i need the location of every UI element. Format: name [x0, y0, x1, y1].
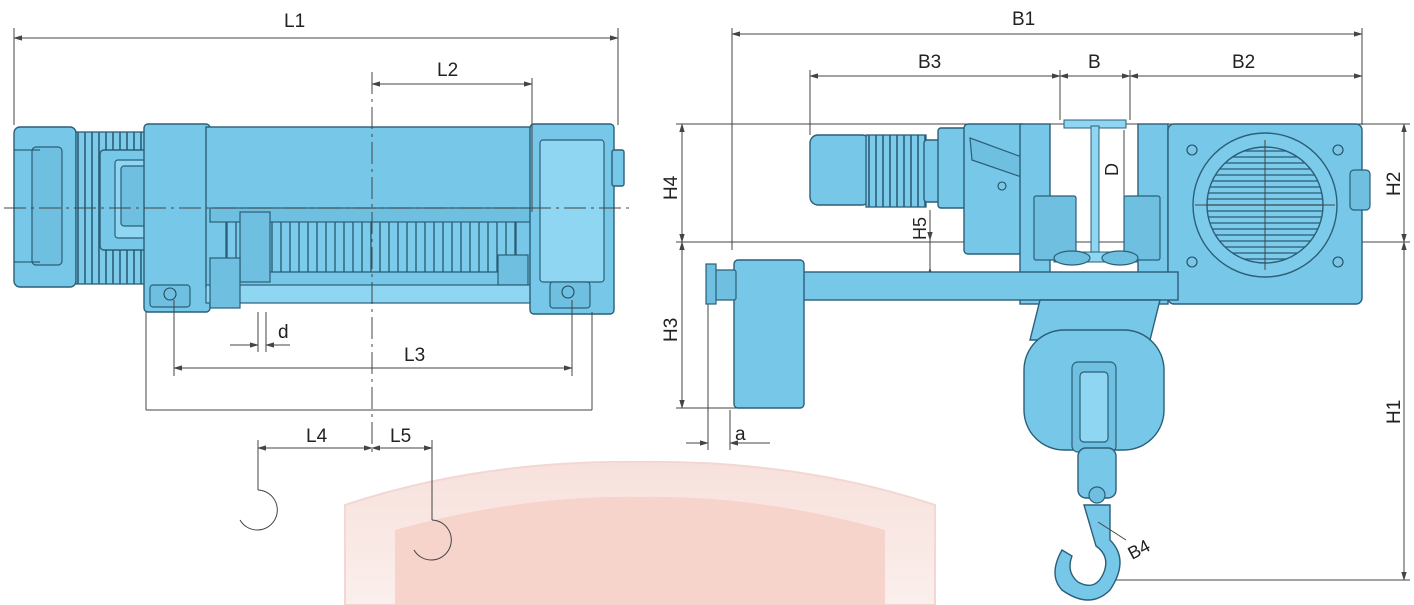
dim-label-h4: H4 — [661, 175, 682, 200]
dim-label-l5: L5 — [390, 426, 411, 447]
dim-label-a: a — [735, 424, 746, 445]
dim-label-l1: L1 — [284, 11, 305, 32]
travel-motor — [809, 134, 871, 206]
dim-label-l4: L4 — [306, 426, 328, 447]
dim-label-b4: B4 — [1124, 536, 1153, 564]
hook-outline-right — [413, 519, 452, 561]
dim-label-b1: B1 — [1012, 9, 1035, 30]
dim-label-h2: H2 — [1384, 172, 1405, 196]
side-view — [4, 28, 634, 561]
control-box — [733, 259, 805, 409]
dim-label-l3: L3 — [404, 345, 425, 366]
end-view — [676, 28, 1410, 601]
left-flange — [143, 123, 211, 313]
dim-label-d-small: d — [278, 322, 289, 343]
hook-outline-left — [239, 489, 278, 531]
trolley-crossbar — [799, 271, 1179, 301]
dim-label-d-beam: D — [1102, 163, 1122, 176]
dim-label-h3: H3 — [661, 318, 682, 342]
dim-label-h5: H5 — [910, 217, 930, 240]
load-hook — [1054, 504, 1121, 601]
dim-label-b2: B2 — [1232, 52, 1255, 73]
dim-label-l2: L2 — [437, 60, 458, 81]
dim-label-h1: H1 — [1384, 400, 1405, 424]
dim-label-b3: B3 — [918, 52, 941, 73]
dim-label-b: B — [1088, 52, 1101, 73]
shield-logo-watermark — [344, 460, 936, 605]
